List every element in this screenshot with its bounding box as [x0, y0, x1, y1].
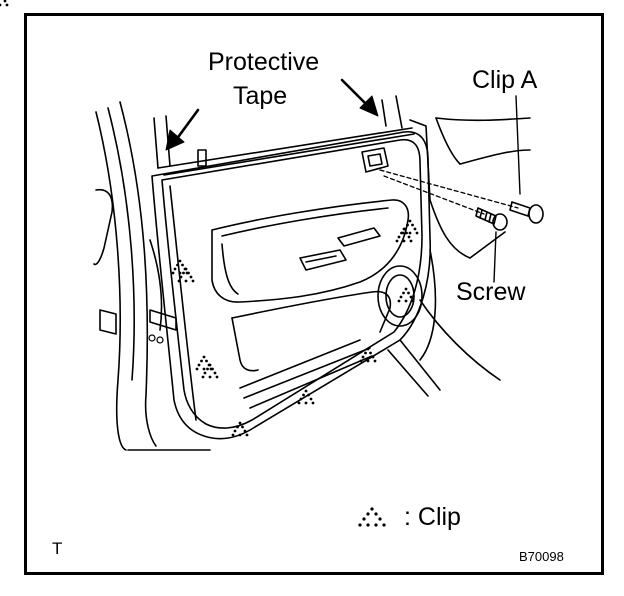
clip-marker	[0, 0, 9, 7]
fastener-guide-lines	[379, 169, 519, 215]
legend-clip-label: : Clip	[404, 503, 461, 531]
clip-a-fastener	[509, 201, 544, 224]
figure-code: B70098	[519, 549, 564, 564]
clip-marker-icons	[0, 0, 419, 437]
body-pillar-outline	[93, 101, 211, 451]
protective-tape	[197, 149, 207, 167]
body-side-outline	[387, 117, 531, 397]
screw-fastener	[475, 207, 508, 231]
screw-label: Screw	[456, 278, 526, 306]
corner-mark: T	[52, 539, 63, 558]
clip-a-label: Clip A	[472, 66, 538, 94]
arrow-icon	[165, 78, 379, 151]
door-trim-panel	[151, 131, 432, 440]
dotted-triangle-icon	[358, 507, 386, 527]
protective-tape-label-line2: Tape	[233, 82, 288, 110]
leader-lines	[493, 95, 521, 283]
hinge-marks	[148, 334, 164, 344]
protective-tape-label-line1: Protective	[208, 48, 320, 76]
